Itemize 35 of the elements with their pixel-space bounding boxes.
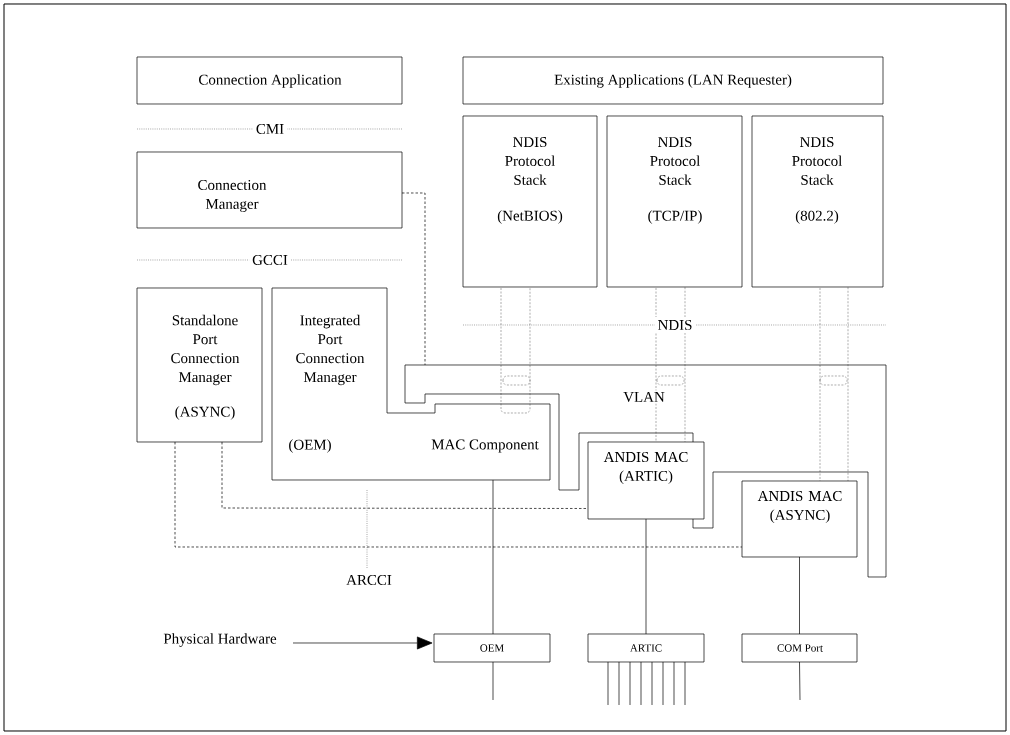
connector-line — [618, 661, 620, 706]
interface-label: CMI — [252, 121, 288, 137]
connector-line — [629, 661, 631, 706]
connector-line — [651, 661, 653, 706]
application-box: Existing Applications (LAN Requester) — [462, 56, 884, 105]
interface-label: NDIS — [654, 316, 696, 333]
protocol-stack-box: NDIS Protocol Stack (NetBIOS) — [462, 115, 598, 288]
hardware-box: COM Port — [741, 633, 858, 663]
hardware-box: ARTIC — [587, 633, 705, 663]
protocol-stack-box: NDIS Protocol Stack (802.2) — [751, 115, 884, 288]
connector-line — [799, 661, 801, 701]
mac-box: ANDIS MAC (ARTIC) — [587, 441, 705, 520]
connector-line — [684, 661, 686, 706]
connector-line — [492, 479, 494, 635]
hardware-label: Physical Hardware — [163, 633, 277, 647]
connector-line — [645, 518, 647, 635]
connector-line — [662, 661, 664, 706]
connector-line — [174, 441, 743, 548]
arrow — [292, 636, 433, 650]
connector-line — [401, 192, 426, 366]
manager-box: Connection Manager — [136, 151, 403, 229]
connector-line — [799, 556, 800, 635]
connector-line — [673, 661, 675, 706]
hardware-box: OEM — [433, 633, 551, 663]
interface-label: GCCI — [249, 251, 291, 268]
mac-box: ANDIS MAC (ASYNC) — [741, 480, 858, 558]
application-box: Connection Application — [136, 56, 403, 105]
connector-line — [640, 661, 642, 706]
manager-box: Standalone Port Connection Manager (ASYNC) — [136, 287, 263, 443]
connector-line — [607, 661, 609, 706]
protocol-stack-box: NDIS Protocol Stack (TCP/IP) — [606, 115, 743, 288]
connector-line — [492, 661, 494, 701]
manager-box: Integrated Port Connection Manager (OEM) MAC Component — [271, 287, 551, 481]
interface-label: ARCCI — [343, 571, 395, 588]
connector-line — [221, 441, 589, 509]
